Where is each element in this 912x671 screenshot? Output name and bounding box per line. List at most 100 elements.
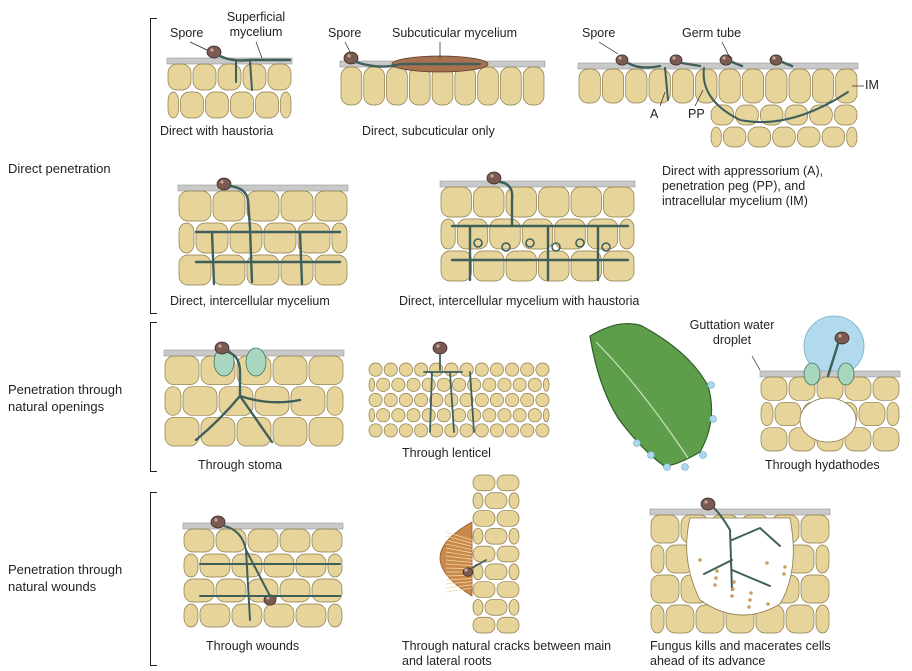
plant-cell [298,223,330,253]
plant-cell [812,69,833,103]
cell-debris [747,605,751,609]
plant-cell [256,92,279,118]
panel-stoma [164,342,344,446]
panel-macerates [650,498,830,633]
plant-cell [296,554,326,577]
section-bracket-direct [150,18,157,314]
plant-cell [604,187,635,217]
plant-cell [497,511,519,527]
plant-cell [543,409,549,422]
cell-debris [698,558,702,562]
label-spore-2: Spore [328,26,361,41]
panel-root-cracks [440,475,519,633]
plant-cell [497,617,519,633]
spore [217,178,231,190]
plant-cell [392,409,405,422]
plant-cell [509,493,519,509]
epithem-cavity [800,398,856,442]
plant-cell [483,378,496,391]
plant-cell [672,69,693,103]
plant-cell [183,387,217,416]
plant-cell [474,187,505,217]
plant-cell [168,64,191,90]
plant-cell [179,223,194,253]
plant-cell [475,363,488,376]
plant-cell [327,387,343,416]
plant-cell [528,409,541,422]
caption-macerates: Fungus kills and macerates cells ahead o… [650,639,850,669]
plant-cell [478,67,499,105]
spore [433,342,447,354]
plant-cell [475,393,488,406]
plant-cell [452,378,465,391]
spore-highlight [218,344,221,347]
plant-cell [387,67,408,105]
plant-cell [441,251,472,281]
plant-cell [579,69,600,103]
caption-haustoria: Direct with haustoria [160,124,273,139]
caption-wounds: Through wounds [206,639,299,654]
plant-cell [626,69,647,103]
plant-cell [490,393,503,406]
plant-cell [437,409,450,422]
plant-cell [193,64,216,90]
plant-cell [273,356,307,385]
plant-cell [521,424,534,437]
section-label-wounds: Penetration through natural wounds [8,561,153,595]
spore [211,516,225,528]
plant-cell [457,219,488,249]
plant-cell [473,528,483,544]
plant-cell [441,219,455,249]
plant-cell [571,187,602,217]
plant-cell [432,67,453,105]
section-label-direct: Direct penetration [8,160,111,177]
plant-cell [407,378,420,391]
plant-cell [216,529,246,552]
plant-cell [604,251,635,281]
plant-cell [536,424,549,437]
label-a: A [650,107,658,122]
plant-cell [666,605,694,633]
plant-cell [168,92,179,118]
spore [835,332,849,344]
plant-cell [452,409,465,422]
plant-cell [711,127,721,147]
plant-cell [651,545,664,573]
plant-cell [620,219,634,249]
plant-cell [475,424,488,437]
spore-highlight [436,344,439,347]
plant-cell [742,69,763,103]
plant-cell [834,105,857,125]
plant-cell [513,378,526,391]
plant-cell [312,529,342,552]
plant-cell [536,393,549,406]
cell-debris [713,583,717,587]
plant-cell [455,67,476,105]
plant-cell [415,363,428,376]
cell-debris [749,591,753,595]
label-subcuticular-mycelium: Subcuticular mycelium [392,26,517,41]
plant-cell [509,599,519,615]
plant-cell [312,579,342,602]
guttation-droplet [708,382,715,389]
panel-intercellular [178,178,348,285]
caption-subcuticular-only: Direct, subcuticular only [362,124,495,139]
plant-cell [392,378,405,391]
plant-cell [399,424,412,437]
plant-cell [181,92,204,118]
leader-line [345,42,350,52]
plant-cell [247,191,279,221]
plant-cell [422,378,435,391]
plant-cell [399,363,412,376]
plant-cell [509,564,519,580]
plant-cell [309,356,343,385]
plant-cell [539,251,570,281]
plant-cell [816,605,829,633]
spore-highlight [347,54,350,57]
plant-cell [748,127,771,147]
caption-cracks: Through natural cracks between main and … [402,639,634,669]
plant-cell [281,255,313,285]
plant-cell [184,554,198,577]
plant-cell [184,604,198,627]
caption-lenticel: Through lenticel [402,446,491,461]
